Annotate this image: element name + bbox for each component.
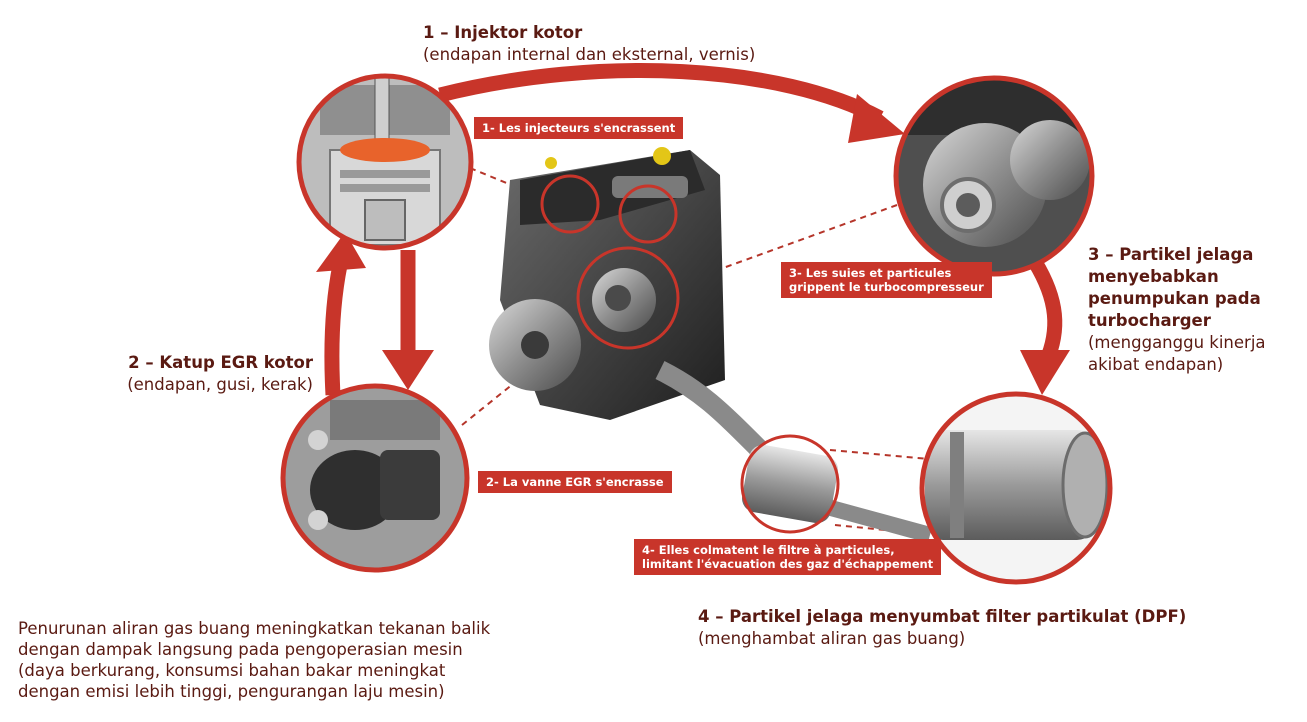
highlight-injectors-1	[540, 174, 600, 234]
label-dpf-subtitle: (menghambat aliran gas buang)	[698, 629, 966, 648]
tag-injector-fr: 1- Les injecteurs s'encrassent	[474, 117, 684, 139]
tag-dpf-fr: 4- Elles colmatent le filtre à particule…	[634, 539, 942, 575]
label-dpf: 4 – Partikel jelaga menyumbat filter par…	[698, 606, 1186, 650]
label-injector: 1 – Injektor kotor (endapan internal dan…	[423, 22, 755, 66]
arrow-head-dpf	[1020, 350, 1070, 395]
label-turbo-title-4: turbocharger	[1088, 311, 1211, 330]
bottom-note-line-2: dengan dampak langsung pada pengoperasia…	[18, 640, 463, 659]
egr-zoom	[280, 383, 470, 573]
flywheel-hub	[521, 331, 549, 359]
leader-turbo	[689, 204, 898, 281]
label-dpf-title: 4 – Partikel jelaga menyumbat filter par…	[698, 607, 1187, 626]
dipstick-cap-icon	[545, 157, 557, 169]
dpf-zoom	[919, 391, 1113, 585]
label-turbo-title-1: 3 – Partikel jelaga	[1088, 245, 1254, 264]
tag-turbo-fr-line-2: grippent le turbocompresseur	[789, 280, 984, 294]
label-turbo: 3 – Partikel jelaga menyebabkan penumpuk…	[1088, 244, 1266, 376]
label-injector-subtitle: (endapan internal dan eksternal, vernis)	[423, 45, 756, 64]
engine-illustration	[489, 147, 725, 420]
turbo-zoom	[893, 75, 1095, 277]
downpipe	[655, 361, 768, 458]
label-injector-title: 1 – Injektor kotor	[423, 23, 583, 42]
bottom-note-line-3: (daya berkurang, konsumsi bahan bakar me…	[18, 661, 446, 680]
arrow-turbo-to-dpf	[1028, 258, 1063, 366]
label-turbo-title-2: menyebabkan	[1088, 267, 1219, 286]
leader-dpf-top	[829, 449, 941, 461]
label-egr: 2 – Katup EGR kotor (endapan, gusi, kera…	[108, 352, 313, 396]
oil-cap-icon	[653, 147, 671, 165]
arrow-head-egr	[382, 350, 434, 390]
highlight-dpf	[740, 434, 840, 534]
tag-injector-fr-text: 1- Les injecteurs s'encrassent	[482, 121, 676, 135]
tag-dpf-fr-line-2: limitant l'évacuation des gaz d'échappem…	[642, 557, 934, 571]
label-turbo-subtitle-2: akibat endapan)	[1088, 355, 1224, 374]
tag-egr-fr: 2- La vanne EGR s'encrasse	[478, 471, 672, 493]
arrow-head-turbo	[848, 94, 905, 143]
injector-zoom-ring	[296, 73, 474, 251]
bottom-note-line-1: Penurunan aliran gas buang meningkatkan …	[18, 619, 491, 638]
tag-dpf-fr-line-1: 4- Elles colmatent le filtre à particule…	[642, 543, 895, 557]
label-turbo-title-3: penumpukan pada	[1088, 289, 1261, 308]
bottom-note-line-4: dengan emisi lebih tinggi, pengurangan l…	[18, 682, 445, 701]
mid-pipe	[817, 497, 933, 543]
highlight-turbo	[576, 246, 680, 350]
arrow-head-injector	[316, 232, 366, 272]
bottom-note: Penurunan aliran gas buang meningkatkan …	[18, 618, 578, 702]
exhaust-line	[655, 361, 933, 543]
dpf-zoom-ring	[919, 391, 1113, 585]
arrow-injector-to-turbo	[438, 63, 884, 125]
egr-zoom-ring	[280, 383, 470, 573]
dpf-canister	[741, 444, 839, 524]
turbo-zoom-ring	[893, 75, 1095, 277]
cycle-arrows	[316, 63, 1070, 396]
label-turbo-subtitle-1: (mengganggu kinerja	[1088, 333, 1266, 352]
tag-turbo-fr-line-1: 3- Les suies et particules	[789, 266, 952, 280]
leader-dpf-bottom	[834, 524, 936, 536]
label-egr-title: 2 – Katup EGR kotor	[128, 353, 313, 372]
label-egr-subtitle: (endapan, gusi, kerak)	[127, 375, 313, 394]
highlight-injectors-2	[618, 184, 678, 244]
injector-zoom	[296, 73, 474, 251]
tag-turbo-fr: 3- Les suies et particules grippent le t…	[781, 262, 992, 298]
arrow-egr-to-injector	[324, 263, 348, 396]
tag-egr-fr-text: 2- La vanne EGR s'encrasse	[486, 475, 664, 489]
engine-turbo-inlet	[605, 285, 631, 311]
